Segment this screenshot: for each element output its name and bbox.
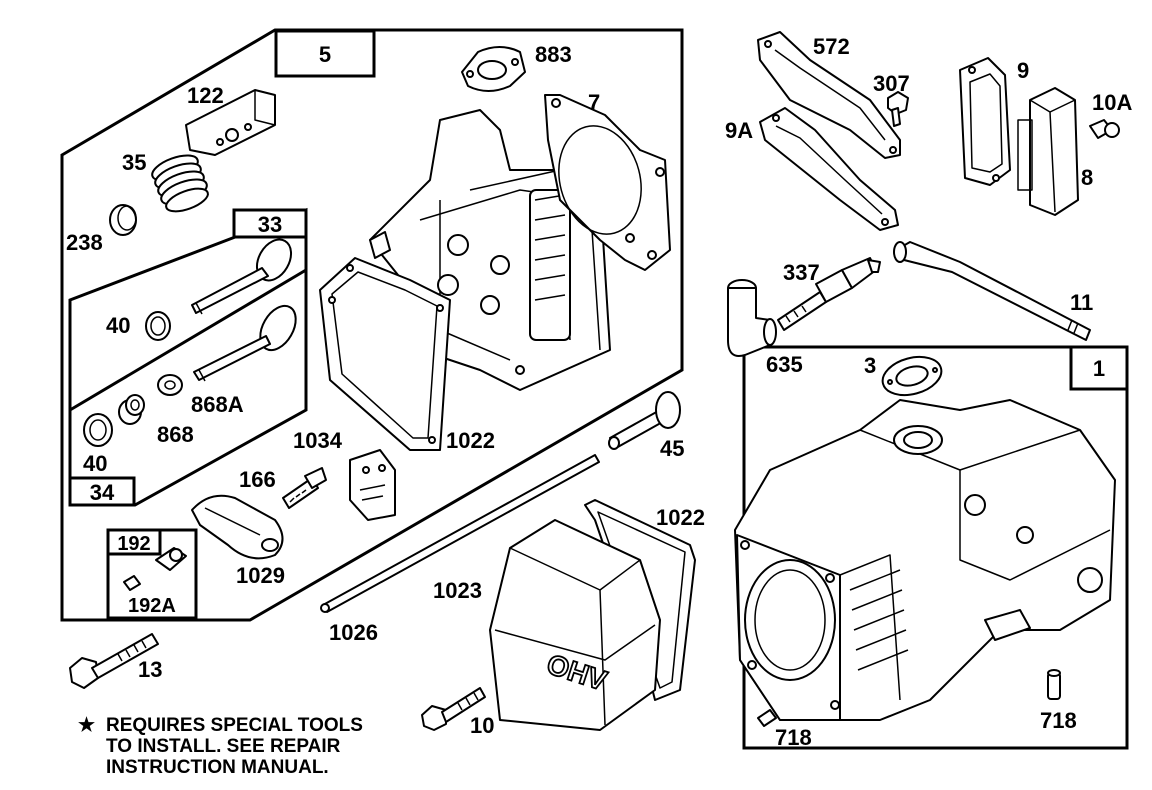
- exhaust-gasket-drawing: [757, 31, 901, 159]
- label-1023: 1023: [433, 578, 482, 603]
- label-40-upper: 40: [106, 313, 130, 338]
- head-gasket-drawing: [544, 94, 671, 271]
- label-1034: 1034: [293, 428, 343, 453]
- spacer-drawing: [185, 89, 276, 156]
- label-40-lower: 40: [83, 451, 107, 476]
- rocker-arm-drawing: [191, 494, 284, 560]
- label-192A: 192A: [128, 595, 176, 617]
- head-bolt-drawing: [69, 633, 159, 689]
- label-635: 635: [766, 352, 803, 377]
- group-34-label: 34: [90, 480, 115, 505]
- exhaust-valve-drawing: [191, 238, 293, 315]
- group-34-box: [68, 476, 136, 507]
- label-868A: 868A: [191, 392, 244, 417]
- label-122: 122: [187, 83, 224, 108]
- valve-spring-drawing: [151, 154, 209, 213]
- label-718-left: 718: [775, 725, 812, 750]
- group-33-box: [232, 208, 308, 239]
- label-35: 35: [122, 150, 146, 175]
- dowel-pin-right-drawing: [1047, 669, 1061, 700]
- spark-plug-drawing: [777, 257, 881, 331]
- adjust-nut-drawing: [123, 547, 187, 591]
- cover-gasket-small-drawing: [959, 57, 1011, 186]
- engine-block-drawing: [734, 399, 1116, 721]
- rocker-stud-drawing: [282, 467, 327, 509]
- valve-cover-drawing: OHV: [489, 519, 661, 731]
- muffler-bolt-drawing: [887, 91, 909, 127]
- breather-tube-drawing: [893, 241, 1091, 341]
- intake-gasket-drawing: [461, 46, 526, 92]
- label-8: 8: [1081, 165, 1093, 190]
- label-868: 868: [157, 422, 194, 447]
- washer-drawing: [157, 374, 183, 396]
- label-13: 13: [138, 657, 162, 682]
- guide-plate-drawing: [608, 391, 681, 450]
- breather-plate-drawing: [349, 449, 396, 521]
- label-7: 7: [588, 90, 600, 115]
- valve-cap-drawing: [109, 204, 137, 236]
- oil-seal-drawing: [881, 355, 943, 397]
- retainer-lower-drawing: [83, 413, 113, 447]
- group-5-label: 5: [319, 42, 331, 67]
- label-1029: 1029: [236, 563, 285, 588]
- label-3: 3: [864, 353, 876, 378]
- breather-cover-drawing: [1017, 87, 1079, 216]
- label-1022-right: 1022: [656, 505, 705, 530]
- label-1026: 1026: [329, 620, 378, 645]
- cover-gasket-left-drawing: [319, 257, 451, 451]
- intake-valve-drawing: [193, 304, 297, 382]
- label-1022-left: 1022: [446, 428, 495, 453]
- pushrod-drawing: [320, 454, 600, 613]
- group-33-label: 33: [258, 212, 282, 237]
- group-5-box: [274, 29, 376, 78]
- cover-screw-drawing: [1089, 119, 1120, 139]
- retainer-upper-drawing: [145, 311, 171, 341]
- group-1-label: 1: [1093, 356, 1105, 381]
- label-11: 11: [1070, 290, 1093, 315]
- label-572: 572: [813, 34, 850, 59]
- breather-elbow-drawing: [727, 279, 777, 357]
- label-10A: 10A: [1092, 90, 1132, 115]
- label-337: 337: [783, 260, 820, 285]
- dowel-pin-left-drawing: [757, 709, 777, 727]
- label-166: 166: [239, 467, 276, 492]
- valve-seal-drawing: [118, 394, 145, 425]
- note-line-3: INSTRUCTION MANUAL.: [106, 757, 329, 778]
- group-divider-1: [69, 268, 307, 412]
- label-238: 238: [66, 230, 103, 255]
- note-line-2: TO INSTALL. SEE REPAIR: [106, 736, 341, 757]
- label-9: 9: [1017, 58, 1029, 83]
- label-10: 10: [470, 713, 494, 738]
- muffler-gasket-drawing: [759, 107, 899, 231]
- group-1-box: [1069, 345, 1129, 391]
- label-883: 883: [535, 42, 572, 67]
- label-9A: 9A: [725, 118, 753, 143]
- cover-bolt-drawing: [421, 687, 486, 731]
- note-star: ★: [78, 715, 95, 736]
- label-718-right: 718: [1040, 708, 1077, 733]
- label-45: 45: [660, 436, 684, 461]
- group-192-label: 192: [117, 533, 150, 555]
- group-192-box: [106, 528, 162, 556]
- label-307: 307: [873, 71, 910, 96]
- note-line-1: REQUIRES SPECIAL TOOLS: [106, 715, 363, 736]
